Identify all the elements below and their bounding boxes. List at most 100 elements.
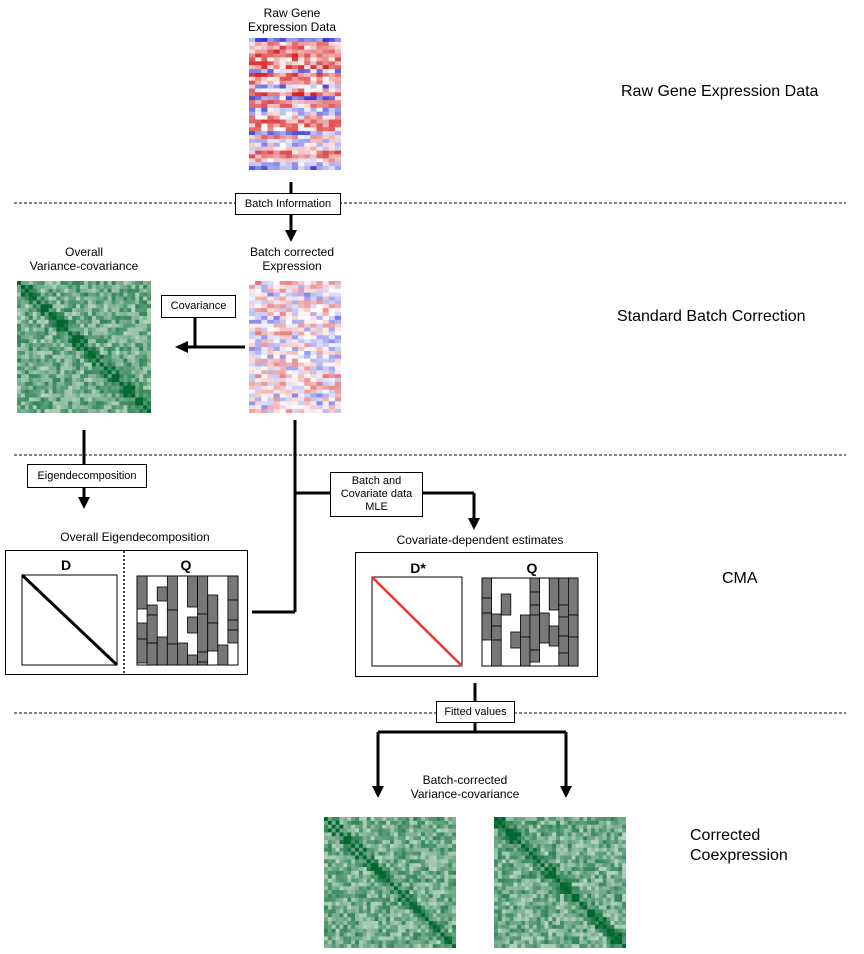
heatmap-cell bbox=[107, 393, 112, 398]
heatmap-cell bbox=[552, 832, 557, 837]
heatmap-cell bbox=[358, 913, 364, 918]
heatmap-cell bbox=[602, 944, 607, 948]
heatmap-cell bbox=[390, 824, 395, 829]
heatmap-cell bbox=[24, 347, 30, 352]
heatmap-cell bbox=[20, 339, 26, 344]
heatmap-cell bbox=[610, 840, 615, 845]
heatmap-cell bbox=[358, 921, 364, 926]
heatmap-cell bbox=[517, 863, 522, 868]
heatmap-cell bbox=[107, 389, 112, 394]
heatmap-cell bbox=[413, 847, 418, 852]
heatmap-cell bbox=[327, 870, 333, 876]
heatmap-cell bbox=[362, 928, 367, 933]
heatmap-cell bbox=[409, 940, 414, 945]
heatmap-cell bbox=[316, 88, 323, 93]
heatmap-cell bbox=[249, 304, 256, 309]
heatmap-cell bbox=[544, 897, 549, 903]
heatmap-cell bbox=[17, 397, 22, 402]
heatmap-cell bbox=[36, 315, 41, 321]
heatmap-cell bbox=[382, 817, 387, 822]
heatmap-cell bbox=[279, 308, 287, 313]
heatmap-cell bbox=[273, 315, 280, 321]
heatmap-cell bbox=[17, 315, 22, 321]
heatmap-cell bbox=[334, 323, 341, 328]
heatmap-cell bbox=[28, 405, 34, 410]
heatmap-cell bbox=[575, 924, 580, 930]
heatmap-cell bbox=[521, 940, 526, 945]
heatmap-cell bbox=[139, 378, 144, 383]
heatmap-cell bbox=[393, 909, 399, 914]
heatmap-cell bbox=[571, 878, 576, 883]
heatmap-cell bbox=[56, 323, 61, 328]
heatmap-cell bbox=[261, 111, 268, 116]
heatmap-cell bbox=[99, 350, 104, 356]
heatmap-cell bbox=[417, 874, 422, 879]
heatmap-cell bbox=[139, 331, 144, 336]
heatmap-cell bbox=[598, 940, 603, 945]
d-diagonal bbox=[20, 573, 119, 667]
section-label-standard: Standard Batch Correction bbox=[617, 308, 806, 325]
heatmap-cell bbox=[444, 894, 449, 899]
heatmap-cell bbox=[417, 867, 422, 872]
heatmap-cell bbox=[123, 300, 128, 305]
heatmap-cell bbox=[370, 901, 375, 906]
heatmap-cell bbox=[405, 913, 410, 918]
heatmap-cell bbox=[64, 288, 69, 293]
heatmap-cell bbox=[328, 53, 336, 58]
heatmap-cell bbox=[103, 389, 108, 394]
heatmap-cell bbox=[28, 323, 34, 328]
heatmap-cell bbox=[298, 53, 305, 58]
heatmap-cell bbox=[56, 350, 61, 356]
heatmap-cell bbox=[571, 828, 576, 833]
heatmap-cell bbox=[362, 828, 367, 833]
heatmap-cell bbox=[390, 874, 395, 879]
heatmap-cell bbox=[291, 335, 299, 340]
overall-eigen-graphic bbox=[20, 551, 239, 674]
heatmap-cell bbox=[147, 389, 151, 394]
heatmap-cell bbox=[285, 331, 293, 336]
heatmap-cell bbox=[556, 817, 561, 822]
heatmap-cell bbox=[273, 378, 280, 383]
heatmap-cell bbox=[452, 851, 456, 856]
heatmap-cell bbox=[409, 851, 414, 856]
heatmap-cell bbox=[273, 45, 280, 50]
heatmap-cell bbox=[494, 909, 499, 914]
heatmap-cell bbox=[147, 281, 151, 286]
heatmap-cell bbox=[310, 166, 317, 170]
heatmap-cell bbox=[316, 146, 323, 151]
heatmap-cell bbox=[291, 107, 299, 113]
heatmap-cell bbox=[424, 894, 430, 899]
heatmap-cell bbox=[532, 859, 537, 864]
heatmap-cell bbox=[428, 855, 433, 860]
heatmap-cell bbox=[143, 347, 148, 352]
heatmap-cell bbox=[622, 936, 626, 941]
heatmap-cell bbox=[135, 358, 140, 363]
heatmap-cell bbox=[347, 913, 352, 918]
heatmap-cell bbox=[594, 909, 600, 914]
heatmap-cell bbox=[316, 362, 323, 367]
heatmap-cell bbox=[579, 817, 584, 822]
heatmap-cell bbox=[76, 315, 81, 321]
heatmap-cell bbox=[119, 292, 124, 297]
heatmap-cell bbox=[428, 940, 433, 945]
heatmap-cell bbox=[322, 319, 330, 324]
heatmap-cell bbox=[99, 378, 104, 383]
heatmap-cell bbox=[80, 308, 85, 313]
heatmap-cell bbox=[413, 855, 418, 860]
heatmap-cell bbox=[119, 288, 124, 293]
heatmap-cell bbox=[598, 867, 603, 872]
heatmap-cell bbox=[544, 836, 549, 841]
heatmap-cell bbox=[536, 921, 541, 926]
heatmap-cell bbox=[513, 928, 518, 933]
heatmap-cell bbox=[567, 817, 572, 822]
heatmap-cell bbox=[328, 284, 336, 290]
heatmap-cell bbox=[509, 886, 514, 891]
heatmap-cell bbox=[571, 928, 576, 933]
heatmap-cell bbox=[261, 166, 268, 170]
heatmap-cell bbox=[505, 859, 510, 864]
heatmap-cell bbox=[328, 304, 336, 309]
heatmap-cell bbox=[556, 932, 561, 937]
heatmap-cell bbox=[76, 409, 81, 413]
heatmap-cell bbox=[358, 878, 364, 883]
heatmap-cell bbox=[397, 890, 402, 895]
